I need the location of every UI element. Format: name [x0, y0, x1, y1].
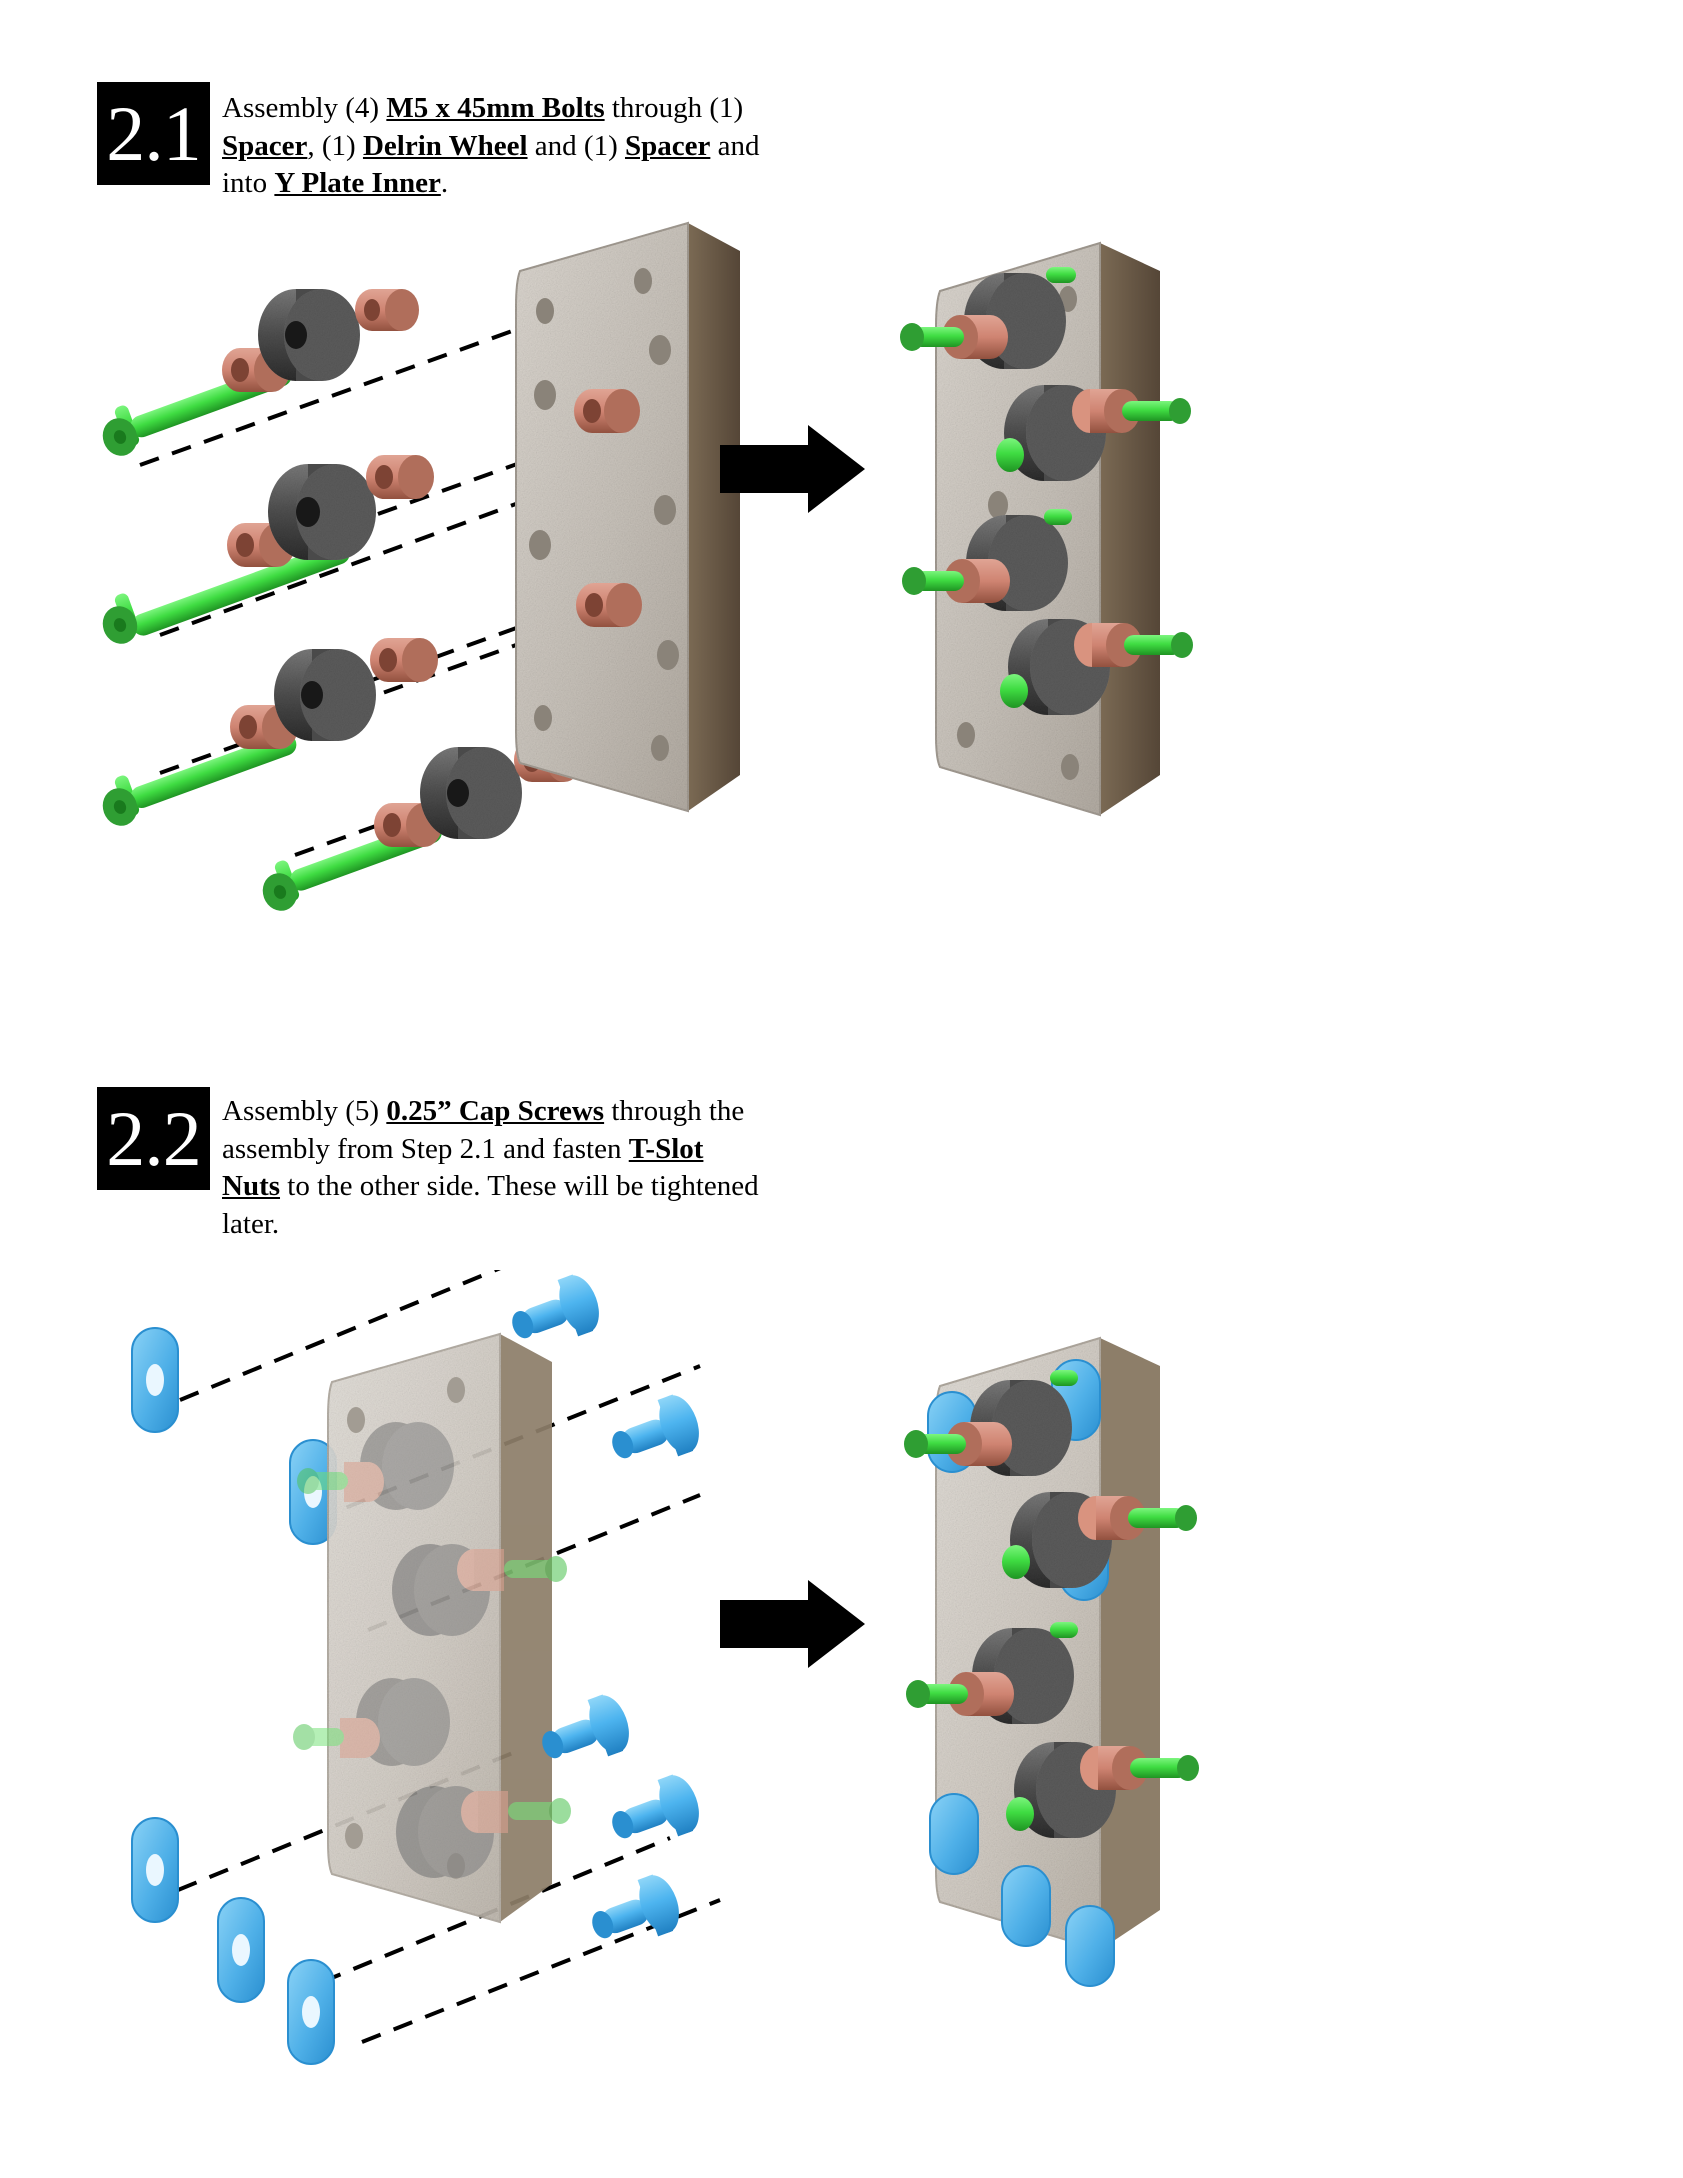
exploded-view-2-1 — [102, 221, 740, 911]
cap-screw-3 — [542, 1694, 629, 1759]
assembled-2-2-stack-2 — [1002, 1492, 1197, 1588]
description-text: , (1) — [307, 129, 363, 162]
m5-bolt-3 — [102, 733, 297, 826]
part-name-emphasis: M5 x 45mm Bolts — [386, 92, 605, 124]
bolt-spacer-wheel-group-1 — [102, 289, 419, 456]
cap-screw-5 — [592, 1874, 679, 1939]
installed-t-slot-nut-5 — [1001, 1865, 1051, 1947]
t-slot-nut-1 — [131, 1327, 179, 1433]
plate-front-spacer-a — [574, 389, 640, 433]
step-2-2-number-badge: 2.2 — [97, 1087, 210, 1190]
part-name-emphasis: Delrin Wheel — [362, 129, 528, 162]
step-2-2-description: Assembly (5) 0.25” Cap Screws through th… — [222, 1093, 767, 1244]
bolt-spacer-wheel-group-4 — [262, 738, 582, 911]
m5-bolt-2 — [102, 542, 350, 644]
exploded-view-2-2 — [131, 1270, 721, 2065]
cap-screw-1 — [512, 1274, 599, 1339]
part-name-emphasis: T-Slot Nuts — [222, 1132, 704, 1203]
bolt-spacer-wheel-group-2 — [102, 455, 434, 644]
description-text: and (1) — [527, 129, 625, 162]
step-2-1-illustration — [100, 215, 1600, 1005]
assembled-view-2-2 — [904, 1336, 1199, 1987]
description-text: . — [440, 167, 449, 200]
step-2-1-number: 2.1 — [106, 89, 201, 177]
assembled-2-2-stack-1 — [904, 1370, 1078, 1476]
step-2-2-illustration — [100, 1270, 1600, 2150]
part-name-emphasis: Spacer — [624, 129, 711, 162]
delrin-wheel-1 — [258, 289, 360, 381]
plate-front-spacer-b — [576, 583, 642, 627]
spacer-1b — [355, 289, 419, 331]
installed-t-slot-nut-4 — [929, 1793, 979, 1875]
spacer-3b — [370, 638, 438, 682]
installed-t-slot-nut-6 — [1065, 1905, 1115, 1987]
step-2-2-block: 2.2 Assembly (5) 0.25” Cap Screws throug… — [0, 1075, 1683, 2175]
plate-holes — [529, 268, 679, 761]
assembled-wheel-stack-2 — [996, 385, 1191, 481]
delrin-wheel-2 — [268, 464, 376, 560]
part-name-emphasis: 0.25” Cap Screws — [386, 1095, 605, 1127]
assembled-2-2-stack-3 — [906, 1622, 1078, 1724]
description-text: to the other side. These will be tighten… — [222, 1170, 759, 1241]
step-2-1-transition-arrow — [720, 425, 865, 513]
step-2-1-number-badge: 2.1 — [97, 82, 210, 185]
t-slot-nut-4 — [217, 1897, 265, 2003]
y-plate-inner-exploded — [515, 221, 740, 813]
cap-screw-2 — [612, 1394, 699, 1459]
description-text: through the assembly from Step 2.1 and f… — [222, 1095, 745, 1165]
bolt-spacer-wheel-group-3 — [102, 638, 438, 826]
spacer-2a — [227, 523, 295, 567]
t-slot-nut-3 — [131, 1817, 179, 1923]
step-2-1-assembly-plate — [293, 1332, 571, 1924]
cap-screw-4 — [612, 1774, 699, 1839]
description-text: through (1) — [604, 92, 744, 124]
delrin-wheel-3 — [274, 649, 376, 741]
step-2-1-description: Assembly (4) M5 x 45mm Bolts through (1)… — [222, 90, 762, 203]
assembled-2-2-stack-4 — [1006, 1742, 1199, 1838]
part-name-emphasis: Spacer — [222, 129, 308, 162]
assembled-wheel-stack-4 — [1000, 619, 1193, 715]
step-2-2-transition-arrow — [720, 1580, 865, 1668]
assembled-wheel-stack-1 — [900, 267, 1076, 369]
description-text: Assembly (5) — [222, 1095, 387, 1127]
step-2-1-block: 2.1 Assembly (4) M5 x 45mm Bolts through… — [0, 0, 1683, 1010]
spacer-2b — [366, 455, 434, 499]
assembled-view-2-1 — [900, 241, 1193, 817]
t-slot-nut-5 — [287, 1959, 335, 2065]
assembled-wheel-stack-3 — [902, 509, 1072, 611]
delrin-wheel-4 — [420, 747, 522, 839]
step-2-2-number: 2.2 — [106, 1094, 201, 1182]
description-text: Assembly (4) — [222, 92, 387, 124]
part-name-emphasis: Y Plate Inner — [274, 167, 441, 200]
description-text: and into — [222, 129, 760, 200]
